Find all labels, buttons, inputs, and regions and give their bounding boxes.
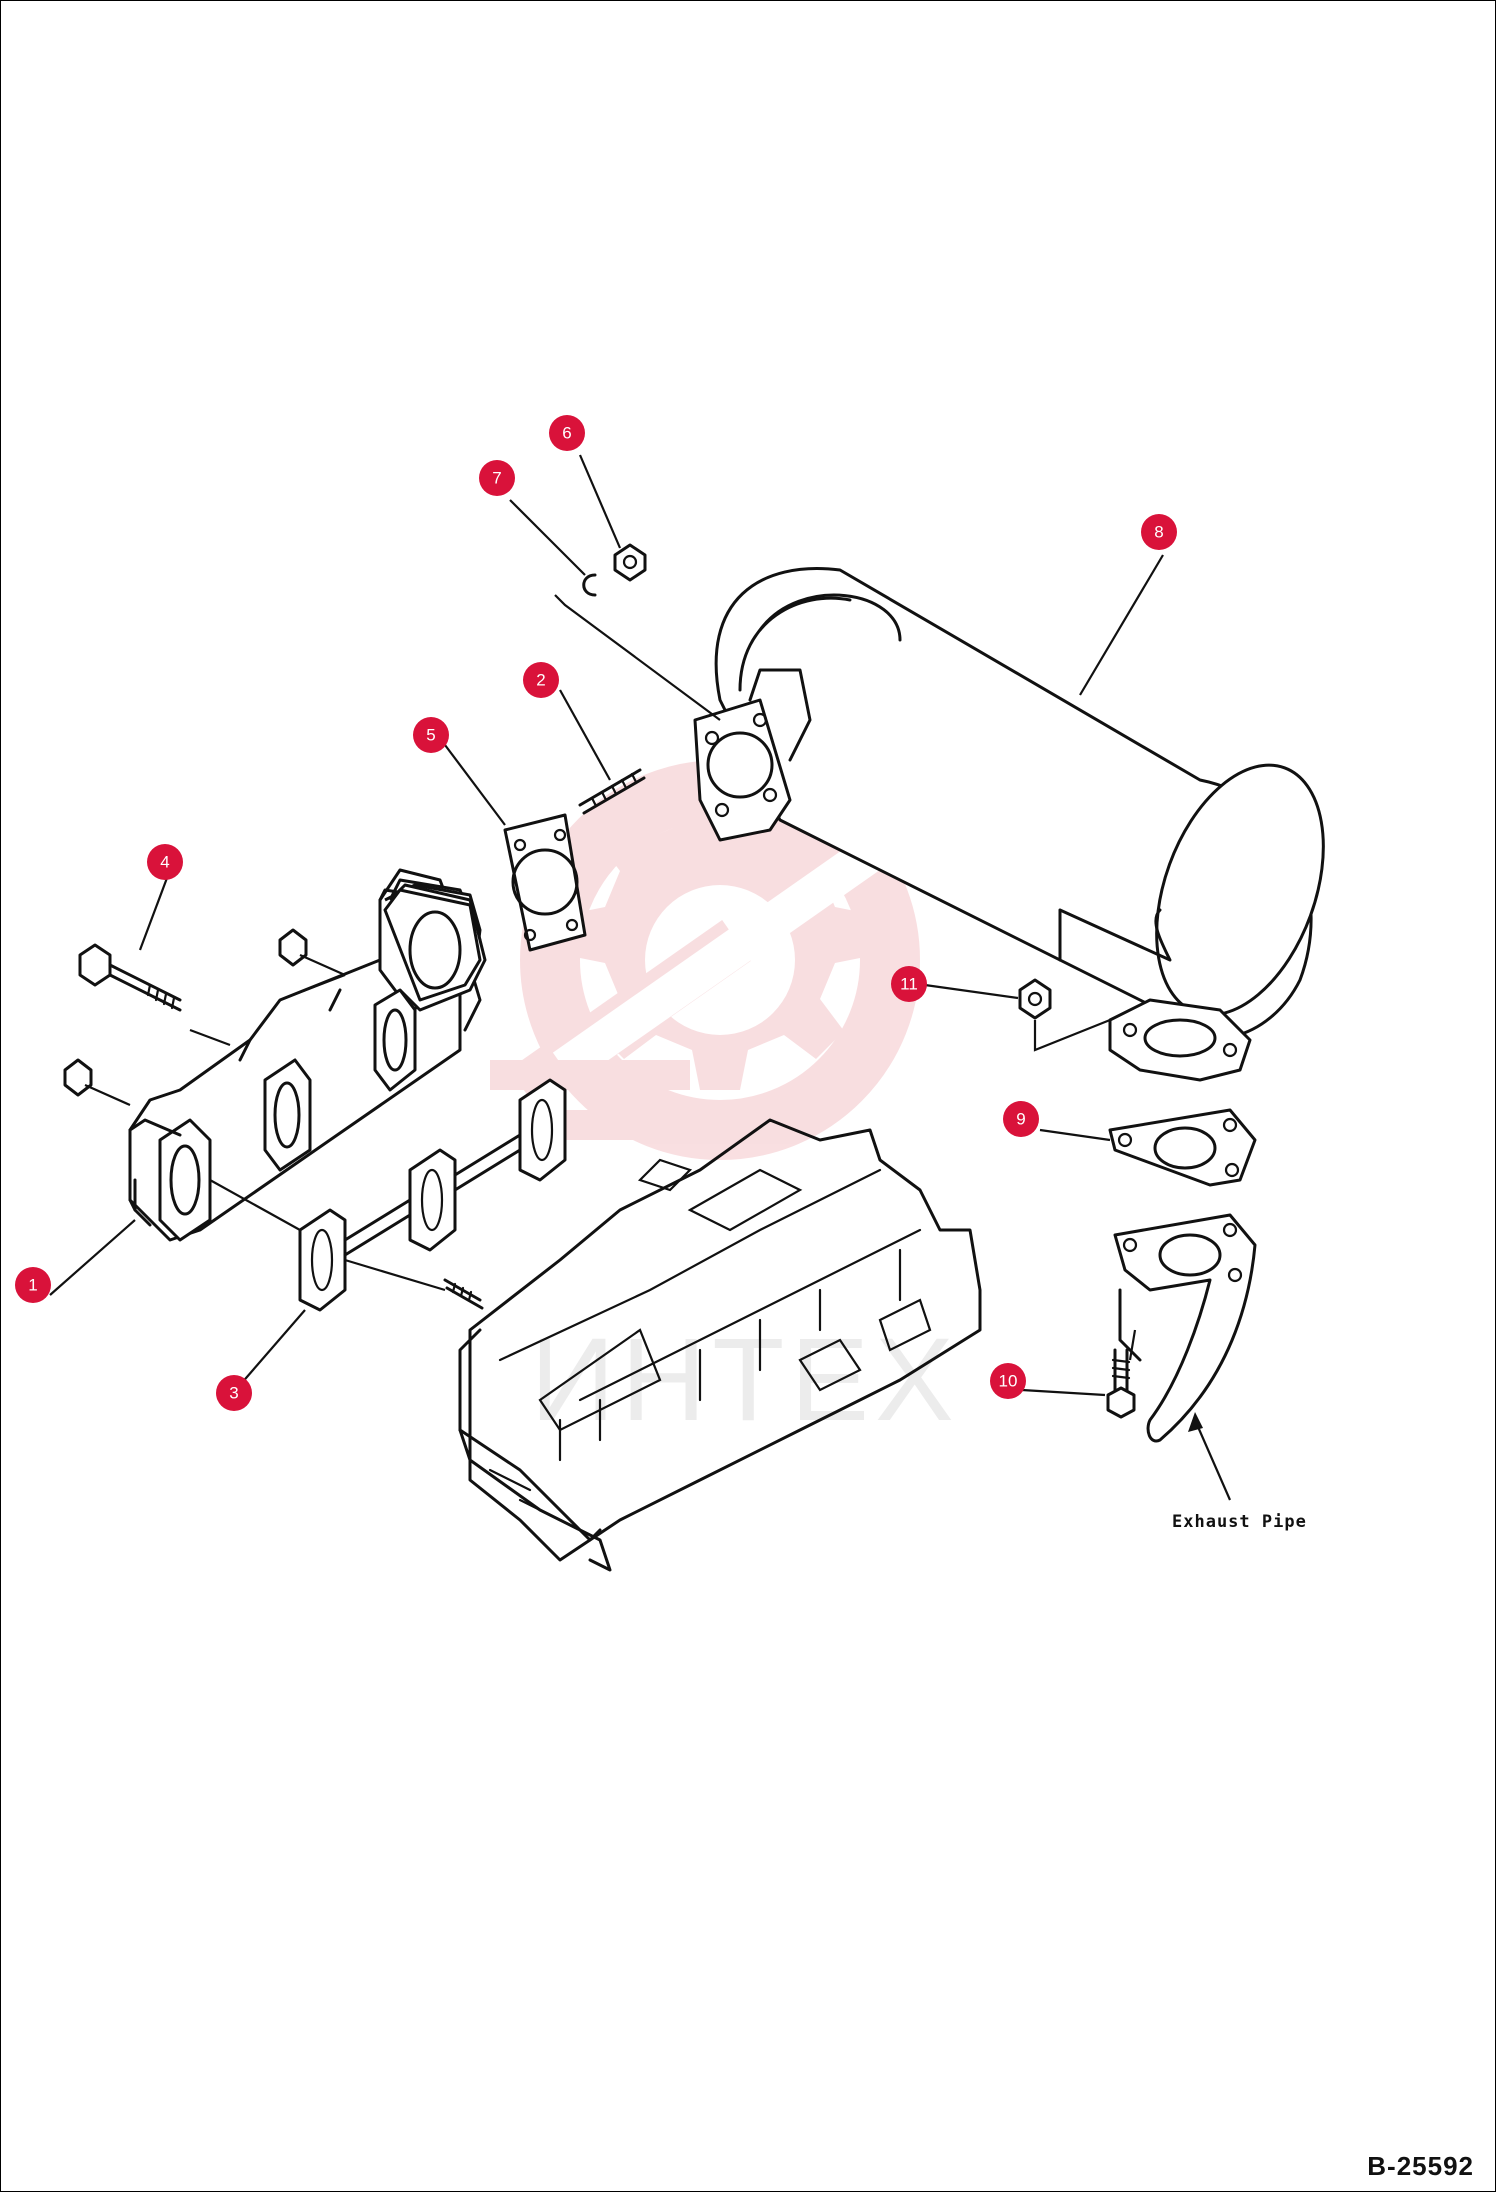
callout-3-number: 3 <box>229 1384 238 1403</box>
callout-6: 6 <box>549 415 585 451</box>
exhaust-pipe-gasket <box>1108 1108 1257 1187</box>
callout-10-number: 10 <box>999 1372 1018 1391</box>
exhaust-pipe-bolt <box>1106 1348 1136 1419</box>
callout-8: 8 <box>1141 514 1177 550</box>
muffler-outlet-nut <box>1018 978 1111 1052</box>
callout-11: 11 <box>891 966 927 1002</box>
callout-2: 2 <box>523 662 559 698</box>
manifold-bolt <box>78 943 182 1012</box>
callout-5-number: 5 <box>426 726 435 745</box>
callout-4: 4 <box>147 844 183 880</box>
callout-5: 5 <box>413 717 449 753</box>
exhaust-pipe <box>1113 1213 1257 1443</box>
exhaust-pipe-label: Exhaust Pipe <box>1172 1512 1307 1532</box>
callout-9-number: 9 <box>1016 1110 1025 1129</box>
assembly-lines <box>189 594 1137 1361</box>
callout-7-number: 7 <box>492 469 501 488</box>
muffler <box>693 567 1325 1082</box>
callout-7: 7 <box>479 460 515 496</box>
callout-3: 3 <box>216 1375 252 1411</box>
callout-1-number: 1 <box>28 1276 37 1295</box>
lock-washer <box>582 573 597 597</box>
callout-9: 9 <box>1003 1101 1039 1137</box>
manifold-stud <box>443 1278 484 1310</box>
flange-nut <box>613 543 647 582</box>
exhaust-pipe-arrow <box>1188 1412 1232 1501</box>
watermark-text: ИНТЕХ <box>530 1314 960 1446</box>
callout-10: 10 <box>990 1363 1026 1399</box>
stud-bolt <box>578 768 646 815</box>
callout-2-number: 2 <box>536 671 545 690</box>
muffler-flange-gasket <box>503 813 587 952</box>
callout-4-number: 4 <box>160 853 169 872</box>
manifold-nut <box>63 928 346 1107</box>
exhaust-manifold <box>128 868 487 1242</box>
callout-11-number: 11 <box>900 975 918 994</box>
callout-6-number: 6 <box>562 424 571 443</box>
callout-1: 1 <box>15 1267 51 1303</box>
manifold-gasket <box>298 1078 567 1312</box>
drawing-number: B-25592 <box>1367 2151 1474 2181</box>
callout-8-number: 8 <box>1154 523 1163 542</box>
engine-cylinder-head <box>458 1118 982 1572</box>
callout-leaders <box>49 454 1164 1397</box>
